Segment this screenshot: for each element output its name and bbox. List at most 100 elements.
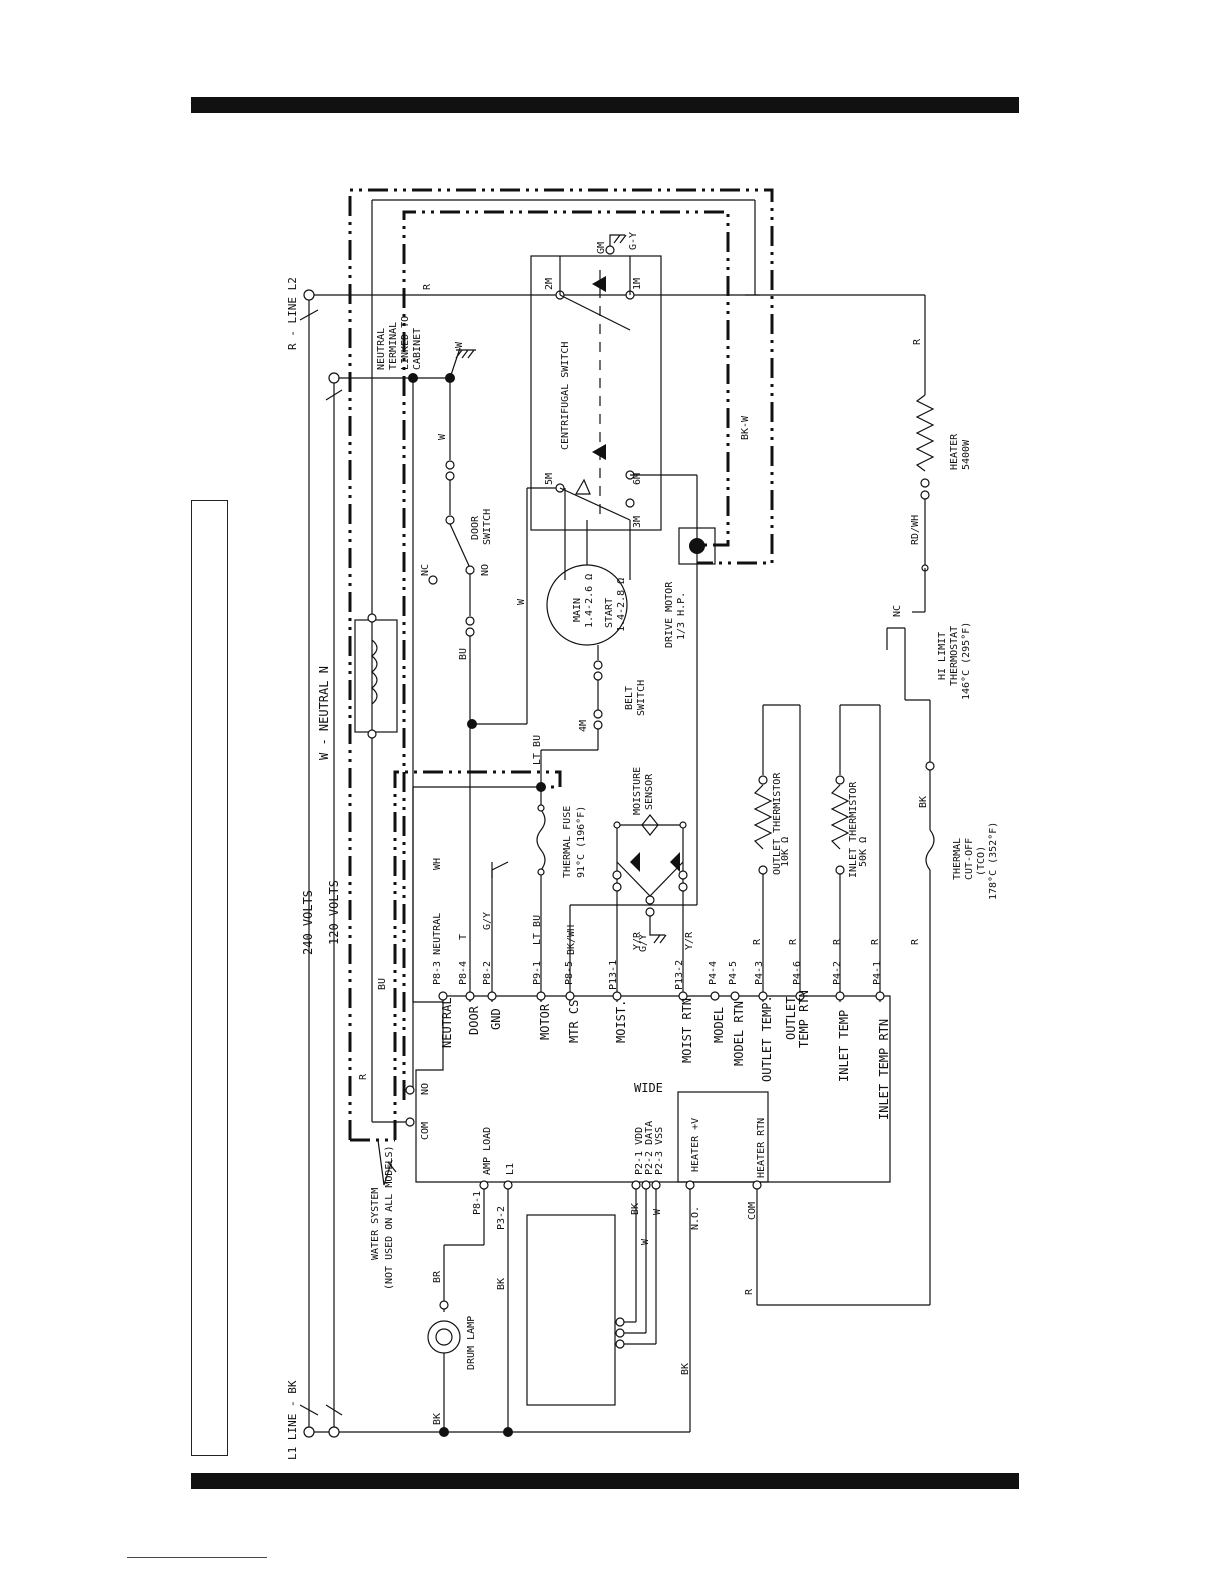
diagram-label: R xyxy=(752,938,763,945)
label-l2-line: R - LINE L2 xyxy=(286,277,299,350)
diagram-label: P13-1 xyxy=(608,960,619,990)
diagram-label: W xyxy=(516,598,527,605)
diagram-label: OUTLET xyxy=(784,997,798,1040)
diagram-label: BR xyxy=(432,1270,443,1283)
diagram-label: INLET THERMISTOR xyxy=(848,781,859,878)
diagram-label: BELT xyxy=(624,686,635,710)
diagram-label: LT BU xyxy=(532,915,543,945)
diagram-label: P8-5 xyxy=(564,961,575,985)
diagram-label: INLET TEMP RTN xyxy=(877,1019,891,1120)
terminal-l2 xyxy=(303,289,315,301)
motor-terminal-block xyxy=(678,527,716,565)
diagram-label: 1/3 H.P. xyxy=(676,592,687,640)
diagram-label: R xyxy=(910,938,921,945)
diagram-label: 1.4-2.8 Ω xyxy=(616,578,627,632)
diagram-label: 1.4-2.6 Ω xyxy=(584,574,595,628)
diagram-label: SENSOR xyxy=(644,773,655,810)
diagram-label: BK xyxy=(630,1203,641,1215)
diagram-label: W xyxy=(640,1238,651,1245)
diagram-label: HEATER RTN xyxy=(756,1118,767,1178)
diagram-label: P2-3 VSS xyxy=(654,1127,665,1175)
diagram-label: P4-4 xyxy=(708,961,719,985)
ui-harness xyxy=(427,1189,691,1437)
header-rule xyxy=(191,97,1019,113)
pin-outlet-temp-rtn xyxy=(795,991,805,1001)
diagram-label: P8-1 xyxy=(472,1191,483,1215)
diagram-label: (TCO) xyxy=(976,846,987,876)
label-120v: 120 VOLTS xyxy=(327,880,341,945)
diagram-label: 2M xyxy=(544,278,555,290)
diagram-label: P4-6 xyxy=(792,961,803,985)
diagram-label: BK/WH xyxy=(566,925,577,955)
diagram-label: SWITCH xyxy=(636,680,647,716)
label-l1-line: L1 LINE - BK xyxy=(286,1380,299,1460)
diagram-label: 5400W xyxy=(961,439,972,470)
diagram-label: P2-2 DATA xyxy=(644,1121,655,1175)
heater-circuit xyxy=(745,294,935,1306)
diagram-label: HI LIMIT xyxy=(937,632,948,680)
diagram-label: P13-2 xyxy=(674,960,685,990)
diagram-label: DOOR xyxy=(467,1005,481,1035)
diagram-label: LINKED TO xyxy=(400,316,411,370)
diagram-label: 50K Ω xyxy=(858,837,869,867)
diagram-label: MODEL xyxy=(712,1007,726,1043)
thermistors xyxy=(753,704,881,1002)
diagram-label: R xyxy=(912,338,923,345)
diagram-label: P8-4 xyxy=(458,961,469,985)
diagram-label: COM xyxy=(747,1202,758,1220)
diagram-label: MTR CS xyxy=(567,1000,581,1043)
diagram-label: OUTLET THERMISTOR xyxy=(772,772,783,875)
diagram-label: DOOR xyxy=(470,515,481,540)
diagram-label: P8-2 xyxy=(482,961,493,985)
diagram-label: 3M xyxy=(632,516,643,528)
diagram-label: R xyxy=(422,283,433,290)
diagram-label: MOISTURE xyxy=(632,767,643,815)
enclosure-lines xyxy=(348,188,774,1142)
diagram-label: 91°C (196°F) xyxy=(576,806,587,878)
pin-door xyxy=(465,991,475,1001)
diagram-label: OUTLET TEMP. xyxy=(760,995,774,1082)
diagram-label: WH xyxy=(432,858,443,870)
diagram-label: THERMAL FUSE xyxy=(562,806,573,878)
footer-link-underline xyxy=(127,1557,267,1558)
diagram-label: R xyxy=(788,938,799,945)
diagram-label: W xyxy=(652,1208,663,1215)
pin-moist xyxy=(612,991,622,1001)
diagram-label: BU xyxy=(458,648,469,660)
diagram-label: 10K Ω xyxy=(780,837,791,867)
control-board xyxy=(405,991,891,1190)
pin-gnd xyxy=(487,991,497,1001)
diagram-label: R xyxy=(744,1288,755,1295)
pin-amp-load xyxy=(479,1180,489,1190)
diagram-label: MOTOR xyxy=(538,1003,552,1040)
side-caption-box xyxy=(191,500,228,1456)
diagram-label: BK-W xyxy=(740,415,751,440)
neutral-wiring xyxy=(354,199,756,1186)
diagram-label: R xyxy=(358,1073,369,1080)
diagram-label: 178°C (352°F) xyxy=(988,822,999,900)
label-240v: 240 VOLTS xyxy=(301,890,315,955)
diagram-label: TEMP RTN xyxy=(797,990,811,1048)
diagram-label: P2-1 VDD xyxy=(634,1127,645,1175)
pin-inlet-temp-rtn xyxy=(875,991,885,1001)
power-rails xyxy=(299,289,925,1438)
diagram-label: AMP LOAD xyxy=(482,1127,493,1175)
label-neutral: W - NEUTRAL N xyxy=(317,666,331,760)
diagram-label: 1M xyxy=(632,278,643,290)
diagram-label: NC xyxy=(892,605,903,617)
diagram-label: P4-2 xyxy=(832,961,843,985)
diagram-label: Y/R xyxy=(684,931,695,950)
diagram-label: P4-1 xyxy=(872,961,883,985)
diagram-label: NC xyxy=(420,564,431,576)
moisture-sensor xyxy=(612,814,688,1002)
diagram-label: INLET TEMP xyxy=(837,1010,851,1082)
diagram-label: R xyxy=(832,938,843,945)
diagram-label: COM xyxy=(420,1122,431,1140)
pin-moist-rtn xyxy=(678,991,688,1001)
diagram-label: G-Y xyxy=(628,232,639,250)
diagram-label: BK xyxy=(680,1363,691,1375)
diagram-label: DRUM LAMP xyxy=(466,1316,477,1370)
diagram-label: MOIST. xyxy=(614,1000,628,1043)
door-switch xyxy=(428,378,560,1002)
diagram-label: G/Y xyxy=(482,912,493,930)
